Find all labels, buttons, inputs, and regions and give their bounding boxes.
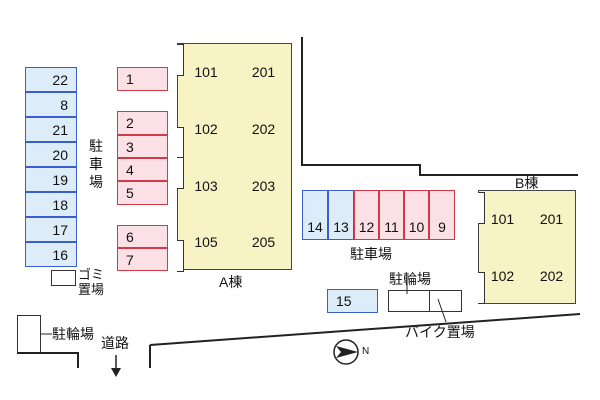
unit-b-201: 201 [539, 210, 564, 227]
bike-parking-area [430, 290, 462, 312]
garbage-area [51, 270, 76, 286]
parking-slot: 11 [379, 190, 404, 240]
compass-icon [333, 339, 359, 365]
bicycle-parking-label-left: 駐輪場 [52, 326, 94, 342]
parking-slot: 13 [328, 190, 354, 240]
parking-slot: 17 [25, 217, 77, 242]
building-a [177, 43, 292, 270]
parking-slot: 12 [354, 190, 379, 240]
parking-slot: 10 [404, 190, 429, 240]
unit-a-103: 103 [194, 177, 218, 194]
road-label: 道路 [101, 335, 129, 351]
parking-slot: 1 [117, 67, 168, 91]
parking-slot: 4 [117, 158, 168, 181]
garbage-label: ゴミ 置場 [78, 267, 105, 297]
parking-slot: 8 [25, 92, 77, 117]
parking-slot: 18 [25, 192, 77, 217]
door-marker [478, 272, 485, 304]
door-marker [478, 192, 485, 224]
unit-b-101: 101 [490, 210, 515, 227]
parking-slot: 20 [25, 142, 77, 167]
parking-slot: 7 [117, 248, 168, 271]
parking-slot: 3 [117, 135, 168, 158]
parking-slot: 2 [117, 111, 168, 135]
bicycle-parking-area [388, 290, 430, 312]
bicycle-parking-label: 駐輪場 [389, 271, 431, 287]
bike-parking-label: バイク置場 [405, 324, 475, 340]
unit-a-203: 203 [251, 177, 276, 194]
parking-slot: 19 [25, 167, 77, 192]
parking-label: 駐車場 [350, 246, 392, 262]
door-marker [177, 240, 184, 272]
unit-a-202: 202 [251, 120, 276, 137]
parking-slot: 15 [327, 289, 378, 313]
building-b-label: B棟 [515, 175, 539, 191]
parking-slot: 14 [302, 190, 328, 240]
door-marker [177, 44, 184, 76]
door-marker [177, 157, 184, 189]
parking-slot: 21 [25, 117, 77, 142]
unit-b-102: 102 [490, 267, 515, 284]
building-b [478, 190, 576, 304]
parking-slot: 5 [117, 181, 168, 205]
unit-b-202: 202 [539, 267, 564, 284]
unit-a-101: 101 [194, 63, 218, 80]
unit-a-105: 105 [194, 234, 218, 250]
unit-a-102: 102 [194, 120, 218, 137]
parking-slot: 22 [25, 67, 77, 92]
compass-n-label: N [362, 346, 370, 357]
parking-slot: 9 [429, 190, 455, 240]
parking-slot: 16 [25, 242, 77, 267]
parking-label-vertical: 駐 車 場 [89, 138, 103, 190]
parking-slot: 6 [117, 225, 168, 248]
building-a-label: A棟 [219, 274, 243, 290]
unit-a-201: 201 [251, 63, 276, 80]
unit-a-205: 205 [251, 234, 276, 250]
